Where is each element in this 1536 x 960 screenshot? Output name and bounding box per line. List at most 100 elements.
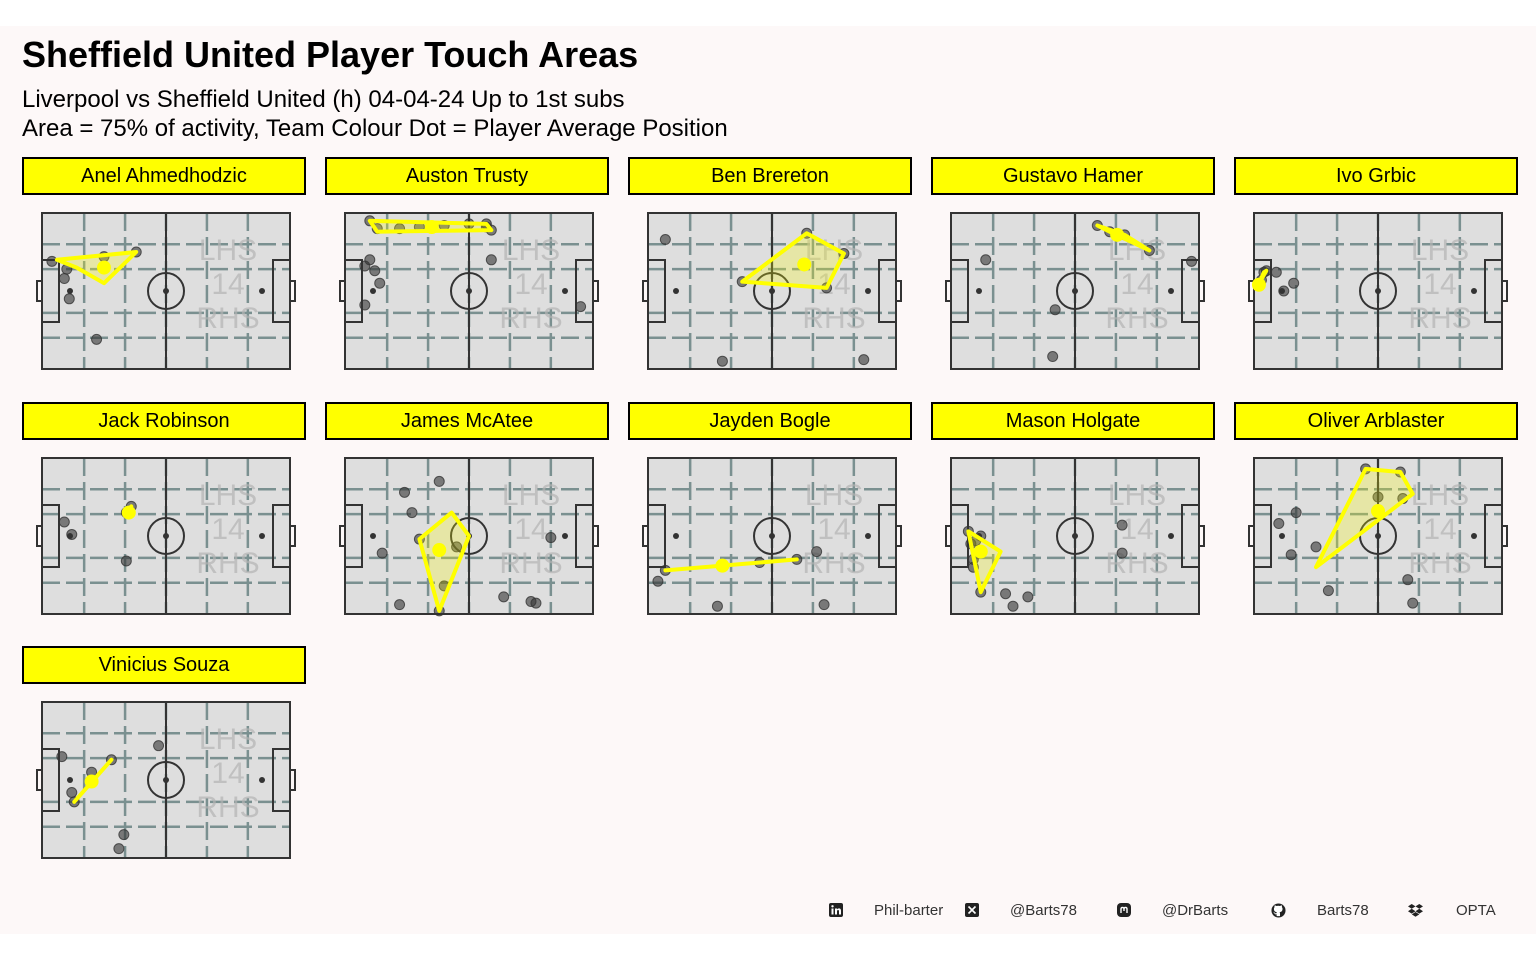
footer-data-source: OPTA — [1456, 901, 1496, 919]
github-icon — [1271, 898, 1286, 922]
facet-strip-label: Gustavo Hamer — [931, 157, 1215, 195]
touch-point — [575, 301, 587, 313]
touch-point — [394, 599, 406, 611]
touch-point — [1047, 351, 1059, 363]
watermark-text: RHS — [1408, 547, 1471, 580]
touch-point — [1116, 547, 1128, 559]
watermark-text: LHS — [199, 723, 257, 756]
watermark-text: 14 — [211, 513, 244, 546]
touch-point — [1372, 491, 1384, 503]
watermark-text: 14 — [211, 757, 244, 790]
watermark-text: 14 — [211, 268, 244, 301]
mastodon-icon — [1117, 898, 1131, 922]
pitch-markings — [339, 212, 599, 370]
watermark-text: RHS — [802, 302, 865, 335]
watermark-text: LHS — [805, 479, 863, 512]
facet-strip-label: Jack Robinson — [22, 402, 306, 440]
average-position-dot — [1371, 504, 1385, 519]
pitch-markings — [339, 457, 599, 615]
touch-point — [359, 260, 371, 272]
watermark-text: RHS — [1105, 547, 1168, 580]
activity-hull — [663, 557, 799, 573]
touch-point — [1000, 588, 1012, 600]
watermark-text: RHS — [196, 547, 259, 580]
average-position-dot — [797, 257, 812, 272]
watermark-text: LHS — [1411, 479, 1469, 512]
chart-title: Sheffield United Player Touch Areas — [22, 34, 639, 75]
average-position-dot — [715, 558, 730, 573]
watermark-text: 14 — [514, 268, 547, 301]
touch-point — [1322, 585, 1334, 597]
touch-point — [46, 255, 58, 267]
facet-strip-label: Jayden Bogle — [628, 402, 912, 440]
linkedin-icon — [829, 898, 843, 922]
watermark-text: 14 — [1120, 513, 1153, 546]
facet-strip-label: Ivo Grbic — [1234, 157, 1518, 195]
touch-point — [1007, 600, 1019, 612]
touch-point — [1407, 597, 1419, 609]
watermark-text: RHS — [196, 791, 259, 824]
touch-point — [369, 265, 381, 277]
dropbox-icon — [1408, 898, 1423, 922]
touch-point — [858, 354, 870, 366]
watermark-text: RHS — [499, 302, 562, 335]
watermark-text: RHS — [196, 302, 259, 335]
touch-point — [376, 547, 388, 559]
pitch-markings — [36, 457, 296, 615]
touch-point — [1310, 541, 1322, 553]
watermark-text: LHS — [199, 234, 257, 267]
pitch-markings — [642, 457, 902, 615]
touch-point — [1278, 285, 1290, 297]
watermark-text: 14 — [817, 513, 850, 546]
watermark-text: LHS — [199, 479, 257, 512]
footer-mastodon-handle: @DrBarts — [1162, 901, 1229, 919]
touch-point — [433, 475, 445, 487]
touch-point — [451, 541, 463, 553]
touch-point — [652, 575, 664, 587]
touch-point — [359, 299, 371, 311]
x-twitter-icon — [965, 898, 979, 922]
touch-point — [1186, 255, 1198, 267]
chart-subtitle-note: Area = 75% of activity, Team Colour Dot … — [22, 115, 728, 142]
touch-point — [818, 599, 830, 611]
facet-strip-label: Mason Holgate — [931, 402, 1215, 440]
watermark-text: 14 — [1423, 513, 1456, 546]
facet-strip-label: Oliver Arblaster — [1234, 402, 1518, 440]
touch-point — [545, 532, 557, 544]
touch-point — [1285, 549, 1297, 561]
touch-point — [63, 293, 75, 305]
touch-point — [374, 277, 386, 289]
touch-point — [498, 591, 510, 603]
average-position-dot — [1110, 227, 1125, 242]
touch-point — [1273, 518, 1285, 530]
average-position-dot — [973, 544, 988, 559]
activity-hull — [1314, 466, 1415, 570]
touch-point — [716, 355, 728, 367]
touch-point — [980, 254, 992, 266]
chart-subtitle: Liverpool vs Sheffield United (h) 04-04-… — [22, 86, 625, 113]
touch-point — [1022, 591, 1034, 603]
watermark-text: LHS — [502, 234, 560, 267]
touch-point — [66, 528, 78, 540]
watermark-text: RHS — [499, 547, 562, 580]
touch-point — [153, 740, 165, 752]
facet-strip-label: Anel Ahmedhodzic — [22, 157, 306, 195]
footer-x-handle: @Barts78 — [1010, 901, 1077, 919]
touch-point — [1049, 304, 1061, 316]
facet-strip-label: Auston Trusty — [325, 157, 609, 195]
touch-point — [58, 516, 70, 528]
touch-point — [1116, 519, 1128, 531]
